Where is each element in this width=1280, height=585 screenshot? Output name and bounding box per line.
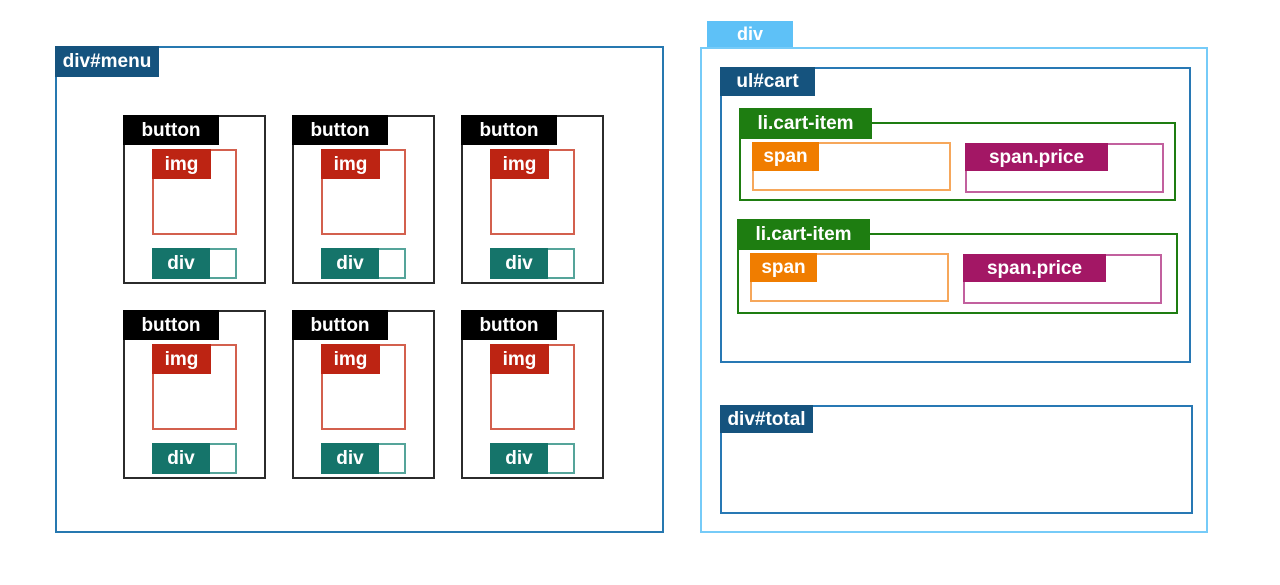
image-label: img: [321, 344, 380, 374]
button-label: button: [123, 115, 219, 145]
item-name-label: span: [752, 142, 819, 171]
item-price-label: span.price: [963, 254, 1106, 282]
button-div-box: div: [321, 248, 406, 279]
image-label: img: [321, 149, 380, 179]
image-box: img: [490, 149, 575, 235]
image-box: img: [152, 344, 237, 430]
image-label: img: [152, 149, 211, 179]
cart-item-label: li.cart-item: [737, 219, 870, 250]
item-name-label: span: [750, 253, 817, 282]
button-div-box: div: [490, 248, 575, 279]
button-div-box: div: [321, 443, 406, 474]
wrapper-div-label: div: [707, 21, 793, 47]
button-label: button: [461, 115, 557, 145]
total-label: div#total: [720, 405, 813, 433]
cart-item-box: li.cart-item span span.price: [737, 219, 1178, 314]
cart-item-box: li.cart-item span span.price: [739, 108, 1176, 201]
menu-button-box: button img div: [461, 310, 604, 479]
menu-button-box: button img div: [292, 310, 435, 479]
cart-item-label: li.cart-item: [739, 108, 872, 139]
image-label: img: [490, 344, 549, 374]
button-div-label: div: [490, 248, 548, 279]
total-box: div#total: [720, 405, 1193, 514]
button-div-box: div: [152, 443, 237, 474]
menu-button-box: button img div: [461, 115, 604, 284]
menu-button-box: button img div: [123, 310, 266, 479]
button-div-box: div: [152, 248, 237, 279]
menu-button-box: button img div: [292, 115, 435, 284]
image-box: img: [321, 149, 406, 235]
item-price-box: span.price: [963, 254, 1162, 304]
button-label: button: [123, 310, 219, 340]
image-box: img: [321, 344, 406, 430]
button-label: button: [292, 310, 388, 340]
item-price-label: span.price: [965, 143, 1108, 171]
button-div-box: div: [490, 443, 575, 474]
button-label: button: [292, 115, 388, 145]
button-div-label: div: [490, 443, 548, 474]
menu-label: div#menu: [55, 46, 159, 77]
button-div-label: div: [321, 248, 379, 279]
cart-wrapper-box: div ul#cart li.cart-item span span.price…: [700, 21, 1208, 533]
cart-list-box: ul#cart li.cart-item span span.price li.…: [720, 67, 1191, 363]
image-box: img: [490, 344, 575, 430]
button-label: button: [461, 310, 557, 340]
button-div-label: div: [152, 248, 210, 279]
image-box: img: [152, 149, 237, 235]
item-price-box: span.price: [965, 143, 1164, 193]
cart-list-label: ul#cart: [720, 67, 815, 96]
item-name-box: span: [750, 253, 949, 302]
image-label: img: [152, 344, 211, 374]
image-label: img: [490, 149, 549, 179]
button-div-label: div: [321, 443, 379, 474]
menu-button-box: button img div: [123, 115, 266, 284]
item-name-box: span: [752, 142, 951, 191]
button-div-label: div: [152, 443, 210, 474]
menu-container-box: div#menu button img div button img div b…: [55, 46, 664, 533]
